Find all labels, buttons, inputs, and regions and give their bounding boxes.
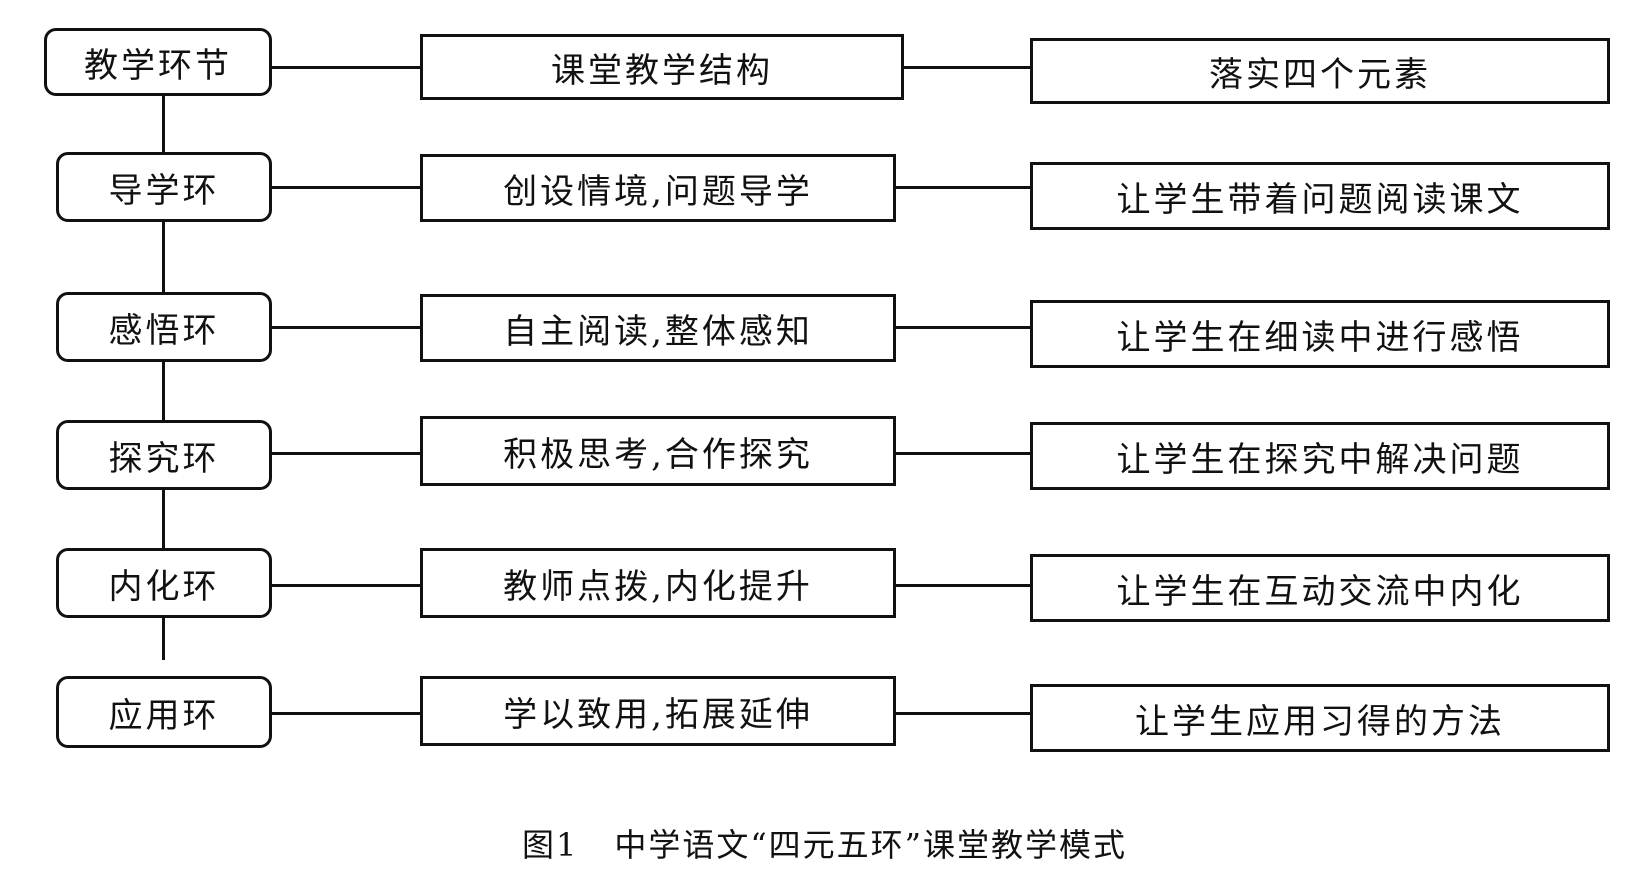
connector-line <box>270 712 422 715</box>
element-label: 让学生在细读中进行感悟 <box>1116 317 1524 358</box>
stage-box-ganwu: 感悟环 <box>56 292 272 362</box>
structure-label: 学以致用,拓展延伸 <box>503 694 813 735</box>
connector-line <box>270 584 422 587</box>
stage-spine-line <box>162 92 165 660</box>
element-label: 让学生带着问题阅读课文 <box>1116 179 1524 220</box>
element-label: 让学生应用习得的方法 <box>1135 701 1505 742</box>
connector-line <box>270 326 422 329</box>
structure-label: 自主阅读,整体感知 <box>503 311 813 352</box>
stage-label: 感悟环 <box>108 310 220 351</box>
stage-box-daoxue: 导学环 <box>56 152 272 222</box>
stage-box-yingyong: 应用环 <box>56 676 272 748</box>
stage-label: 导学环 <box>108 170 220 211</box>
element-box-tanjiu: 让学生在探究中解决问题 <box>1030 422 1610 490</box>
connector-line <box>894 186 1032 189</box>
element-box-header: 落实四个元素 <box>1030 38 1610 104</box>
structure-box-ganwu: 自主阅读,整体感知 <box>420 294 896 362</box>
structure-box-header: 课堂教学结构 <box>420 34 904 100</box>
element-label: 让学生在探究中解决问题 <box>1116 439 1524 480</box>
stage-label: 内化环 <box>108 566 220 607</box>
connector-line <box>270 186 422 189</box>
structure-label: 课堂教学结构 <box>551 50 773 91</box>
stage-box-header: 教学环节 <box>44 28 272 96</box>
element-box-ganwu: 让学生在细读中进行感悟 <box>1030 300 1610 368</box>
structure-box-yingyong: 学以致用,拓展延伸 <box>420 676 896 746</box>
structure-label: 创设情境,问题导学 <box>503 171 813 212</box>
connector-line <box>270 452 422 455</box>
stage-label: 应用环 <box>108 695 220 736</box>
connector-line <box>894 712 1032 715</box>
stage-box-neihua: 内化环 <box>56 548 272 618</box>
structure-label: 教师点拨,内化提升 <box>503 566 813 607</box>
element-box-yingyong: 让学生应用习得的方法 <box>1030 684 1610 752</box>
connector-line <box>894 584 1032 587</box>
figure-caption: 图1 中学语文“四元五环”课堂教学模式 <box>0 820 1649 866</box>
element-box-daoxue: 让学生带着问题阅读课文 <box>1030 162 1610 230</box>
structure-box-tanjiu: 积极思考,合作探究 <box>420 416 896 486</box>
structure-label: 积极思考,合作探究 <box>503 434 813 475</box>
stage-box-tanjiu: 探究环 <box>56 420 272 490</box>
connector-line <box>894 452 1032 455</box>
stage-label: 探究环 <box>108 438 220 479</box>
stage-label: 教学环节 <box>84 45 232 86</box>
element-box-neihua: 让学生在互动交流中内化 <box>1030 554 1610 622</box>
element-label: 落实四个元素 <box>1209 54 1431 95</box>
figure-caption-text: 中学语文“四元五环”课堂教学模式 <box>614 826 1128 864</box>
structure-box-daoxue: 创设情境,问题导学 <box>420 154 896 222</box>
connector-line <box>894 326 1032 329</box>
connector-line <box>902 66 1032 69</box>
connector-line <box>270 66 422 69</box>
structure-box-neihua: 教师点拨,内化提升 <box>420 548 896 618</box>
element-label: 让学生在互动交流中内化 <box>1116 571 1524 612</box>
figure-caption-label: 图1 <box>521 826 579 864</box>
